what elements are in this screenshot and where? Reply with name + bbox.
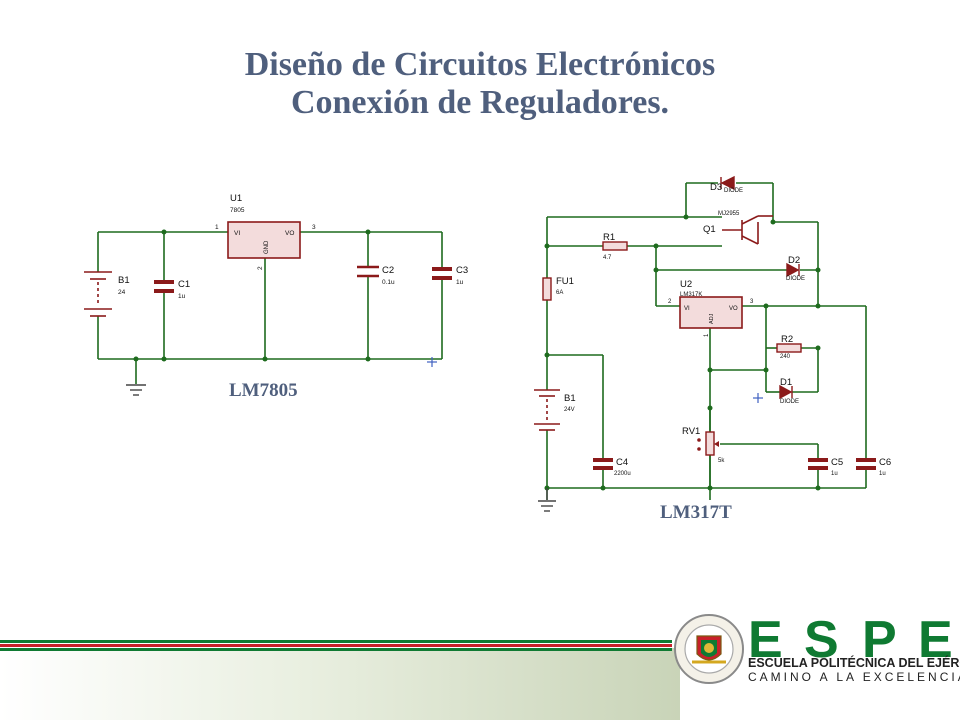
espe-letter-p: P	[862, 611, 897, 669]
q1-ref: Q1	[703, 224, 716, 235]
u2-pin2: 2	[668, 299, 672, 305]
u2-ref: U2	[680, 279, 692, 290]
c2-ref: C2	[382, 265, 394, 276]
slide-title-line2: Conexión de Reguladores.	[290, 84, 670, 121]
fu1-ref: FU1	[556, 276, 574, 287]
d3-diode-icon	[720, 175, 735, 191]
espe-name: ESCUELA POLITÉCNICA DEL EJÉRCITO	[748, 656, 960, 670]
d1-ref: D1	[780, 377, 792, 388]
d3-ref: D3	[710, 182, 722, 193]
lm7805-caption: LM7805	[229, 380, 298, 401]
c4-value: 2200u	[614, 471, 631, 477]
rv1-value: 5k	[718, 458, 725, 464]
ground-icon	[126, 384, 146, 396]
r1-resistor-icon	[602, 241, 628, 251]
rv1-potentiometer-icon	[697, 431, 719, 456]
c3-value: 1u	[456, 279, 464, 286]
u2-pin-vi: VI	[684, 306, 690, 312]
ground-icon	[538, 488, 556, 512]
b1-battery-icon	[534, 389, 560, 431]
c5-value: 1u	[831, 471, 838, 477]
probe-icon	[753, 393, 763, 403]
c6-ref: C6	[879, 457, 891, 468]
lm7805-circuit	[97, 231, 443, 384]
u1-pin2: 2	[257, 266, 264, 270]
espe-seal-logo	[674, 614, 744, 684]
lm317t-caption: LM317T	[660, 502, 732, 523]
u1-regulator	[227, 221, 301, 259]
fu1-fuse-icon	[542, 277, 552, 301]
b1-battery-icon	[84, 271, 112, 317]
c3-capacitor-icon	[432, 267, 452, 280]
b1-value: 24V	[564, 407, 575, 413]
u2-pin-adj: ADJ	[709, 313, 715, 324]
lm317t-junctions	[544, 214, 821, 491]
u1-ref: U1	[230, 193, 242, 204]
c6-value: 1u	[879, 471, 886, 477]
espe-motto: CAMINO A LA EXCELENCIA	[748, 670, 960, 684]
footer-stripe-red	[0, 644, 672, 647]
c1-ref: C1	[178, 279, 190, 290]
u2-pin1: 1	[704, 333, 710, 337]
espe-letter-e1: E	[748, 611, 783, 669]
u1-pin3: 3	[312, 224, 316, 231]
c1-capacitor-icon	[154, 280, 174, 293]
r1-value: 4.7	[603, 255, 612, 261]
probe-icon	[427, 357, 437, 367]
r2-resistor-icon	[776, 343, 802, 353]
footer-gradient	[0, 648, 680, 720]
d2-ref: D2	[788, 255, 800, 266]
c5-capacitor-icon	[808, 458, 828, 470]
u1-pin-vi: VI	[234, 230, 240, 237]
q1-transistor-icon	[722, 215, 773, 245]
u1-pin-gnd: GND	[264, 240, 270, 254]
u2-pin-vo: VO	[729, 306, 738, 312]
d1-value: DIODE	[780, 399, 799, 405]
r2-ref: R2	[781, 334, 793, 345]
fu1-value: 6A	[556, 290, 563, 296]
u1-pin-vo: VO	[285, 230, 294, 237]
espe-letter-s: S	[804, 611, 839, 669]
c2-value: 0.1u	[382, 279, 395, 286]
q1-part: MJ2955	[718, 211, 740, 217]
rv1-ref: RV1	[682, 426, 700, 437]
b1-ref: B1	[564, 393, 576, 404]
d2-value: DIODE	[786, 276, 805, 282]
footer-stripe-green-top	[0, 640, 672, 643]
lm7805-junctions	[133, 229, 371, 362]
c4-capacitor-icon	[593, 458, 613, 470]
d1-diode-icon	[779, 384, 793, 400]
u1-pin1: 1	[215, 224, 219, 231]
b1-ref: B1	[118, 275, 130, 286]
c5-ref: C5	[831, 457, 843, 468]
slide-title-line1: Diseño de Circuitos Electrónicos	[244, 46, 716, 83]
c1-value: 1u	[178, 293, 186, 300]
d2-diode-icon	[786, 262, 800, 278]
u2-pin3: 3	[750, 299, 754, 305]
footer-stripe-green-bottom	[0, 648, 672, 651]
r1-ref: R1	[603, 232, 615, 243]
u2-part: LM317K	[680, 292, 702, 298]
r2-value: 240	[780, 354, 791, 360]
c6-capacitor-icon	[856, 458, 876, 470]
c4-ref: C4	[616, 457, 628, 468]
espe-letter-e2: E	[918, 611, 953, 669]
d3-value: DIODE	[724, 188, 743, 194]
c2-capacitor-icon	[357, 265, 379, 278]
c3-ref: C3	[456, 265, 468, 276]
b1-value: 24	[118, 289, 126, 296]
u1-part: 7805	[230, 207, 245, 214]
lm317t-circuit	[546, 182, 867, 500]
u2-regulator	[679, 296, 743, 329]
